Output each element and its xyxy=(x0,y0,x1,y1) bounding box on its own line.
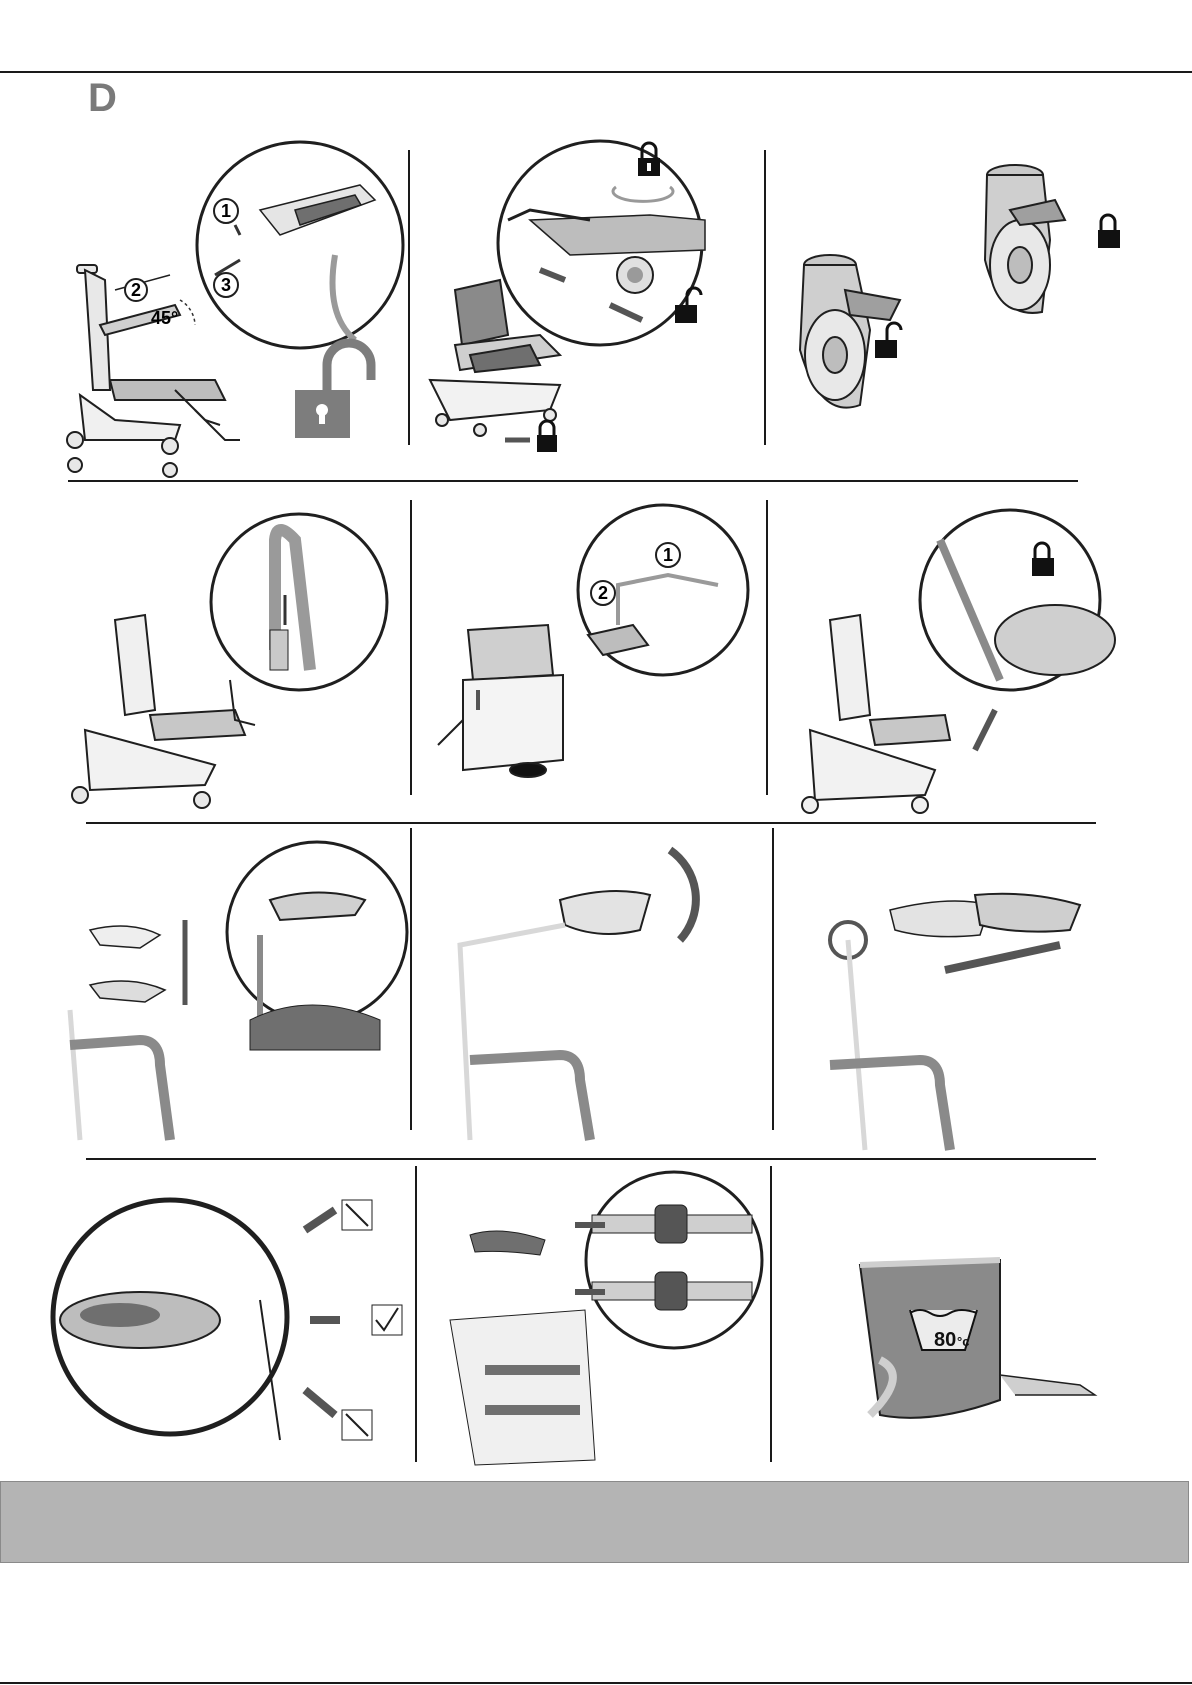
arrow-icon xyxy=(305,1210,335,1230)
panel-seat-insert xyxy=(50,1190,410,1460)
wash-temperature: 80 xyxy=(934,1329,956,1351)
footrest-illustration: 1 2 xyxy=(418,505,758,820)
panel-wash: 80 °c xyxy=(850,1255,1110,1435)
panel-brake xyxy=(420,140,755,470)
headrest-height-illustration xyxy=(20,840,405,1150)
seat-insert-illustration xyxy=(50,1190,410,1460)
panel-footrest: 1 2 xyxy=(418,505,758,820)
step-2-label: 2 xyxy=(131,280,141,300)
step-3-label: 3 xyxy=(221,275,231,295)
castor-illustration xyxy=(780,150,1140,470)
panel-insert-tube xyxy=(55,500,400,820)
top-rule xyxy=(0,71,1192,73)
col-divider xyxy=(770,1166,772,1462)
section-letter: D xyxy=(88,78,117,118)
unlock-large-icon xyxy=(295,343,371,438)
lock-icon xyxy=(638,143,660,176)
zoom-detail-circle xyxy=(197,142,403,348)
backrest-wash-illustration: 80 °c xyxy=(850,1255,1110,1435)
angle-label: 45° xyxy=(151,308,178,328)
headrest-depth-illustration xyxy=(800,850,1100,1150)
col-divider xyxy=(415,1166,417,1462)
commode-chair-illustration: 2 45° 1 3 xyxy=(55,140,395,470)
footer-band xyxy=(0,1481,1189,1563)
wash-80-symbol: 80 °c xyxy=(910,1310,977,1351)
step-1-label: 1 xyxy=(663,545,673,565)
panel-armrest-lift xyxy=(790,500,1125,820)
panel-straps xyxy=(430,1170,765,1470)
arrow-icon xyxy=(305,1390,335,1415)
panel-fold-backrest: 2 45° 1 3 xyxy=(55,140,395,470)
col-divider xyxy=(764,150,766,445)
col-divider xyxy=(410,500,412,795)
zoom-detail-circle xyxy=(586,1172,762,1348)
chair-brake-illustration xyxy=(420,140,755,470)
headrest-tilt-illustration xyxy=(440,840,760,1150)
col-divider xyxy=(408,150,410,445)
step-1-label: 1 xyxy=(221,201,231,221)
castor-locked xyxy=(985,165,1065,313)
row-divider-3 xyxy=(86,1158,1096,1160)
castor-unlocked xyxy=(800,255,900,408)
step-2-label: 2 xyxy=(598,583,608,603)
lock-icon xyxy=(1098,215,1120,248)
lock-icon xyxy=(537,421,557,452)
bottom-rule xyxy=(0,1682,1192,1684)
panel-headrest-height xyxy=(20,840,405,1150)
row-divider-1 xyxy=(68,480,1078,482)
buckle-icon xyxy=(655,1205,687,1243)
panel-headrest-depth xyxy=(800,850,1100,1150)
zoom-detail-circle xyxy=(227,842,407,1022)
rotation-arc-icon xyxy=(180,300,195,325)
strap-illustration xyxy=(430,1170,765,1470)
panel-castors xyxy=(780,150,1140,470)
unlock-icon xyxy=(875,323,901,358)
chair-armrest-illustration xyxy=(790,500,1125,820)
col-divider xyxy=(772,828,774,1130)
buckle-icon xyxy=(655,1272,687,1310)
wash-unit: °c xyxy=(957,1334,969,1349)
row-divider-2 xyxy=(86,822,1096,824)
panel-headrest-tilt xyxy=(440,840,760,1150)
col-divider xyxy=(766,500,768,795)
col-divider xyxy=(410,828,412,1130)
chair-tube-illustration xyxy=(55,500,400,820)
